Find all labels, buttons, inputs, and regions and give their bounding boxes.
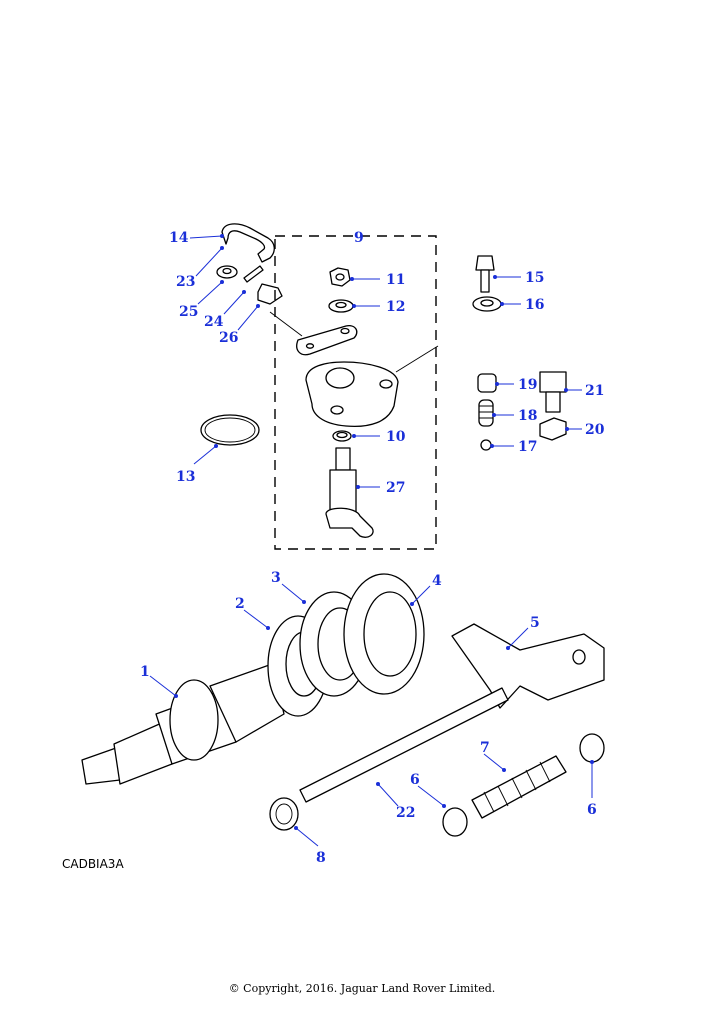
callout-2[interactable]: 2 — [235, 596, 245, 612]
callout-20[interactable]: 20 — [585, 422, 605, 438]
part-19-plug — [477, 373, 497, 393]
part-22-selector-rod — [299, 687, 509, 803]
callout-15[interactable]: 15 — [525, 270, 544, 286]
housing-cover — [305, 361, 399, 428]
part-24-clip — [257, 283, 283, 305]
part-11-nut — [329, 267, 351, 287]
callout-21[interactable]: 21 — [585, 383, 604, 399]
callout-13[interactable]: 13 — [176, 469, 195, 485]
part-25-washer — [216, 265, 238, 279]
part-14-bracket — [221, 223, 275, 263]
part-27-shaft-lever — [325, 447, 374, 538]
callout-11[interactable]: 11 — [386, 272, 405, 288]
callout-27[interactable]: 27 — [386, 480, 405, 496]
part-10-circlip — [332, 430, 352, 442]
copyright-notice: © Copyright, 2016. Jaguar Land Rover Lim… — [228, 982, 496, 995]
callout-24[interactable]: 24 — [204, 314, 224, 330]
callout-7[interactable]: 7 — [480, 740, 490, 756]
callout-8[interactable]: 8 — [316, 850, 326, 866]
callout-4[interactable]: 4 — [432, 573, 442, 589]
part-9-assembly-box — [274, 235, 437, 550]
part-13-snap-ring — [200, 414, 260, 446]
part-21-switch — [539, 371, 567, 413]
part-15-bolt — [475, 255, 495, 293]
part-4-bearing — [343, 573, 425, 695]
callout-6a[interactable]: 6 — [410, 772, 420, 788]
callout-3[interactable]: 3 — [271, 570, 281, 586]
callout-1[interactable]: 1 — [140, 664, 150, 680]
callout-25[interactable]: 25 — [179, 304, 198, 320]
callout-5[interactable]: 5 — [530, 615, 540, 631]
part-17-ball — [480, 439, 492, 451]
callout-leaders — [149, 234, 594, 847]
callout-18[interactable]: 18 — [518, 408, 537, 424]
part-5-selector-fork — [451, 623, 605, 709]
connector-line-housing — [395, 345, 439, 373]
callout-10[interactable]: 10 — [386, 429, 406, 445]
callout-17[interactable]: 17 — [518, 439, 537, 455]
part-6-retainer-b — [579, 733, 605, 763]
part-26-lever-plate — [296, 325, 358, 356]
part-7-spring — [471, 755, 567, 819]
callout-23[interactable]: 23 — [176, 274, 195, 290]
connector-line-26 — [269, 311, 303, 337]
part-20-nut — [539, 417, 567, 441]
callout-19[interactable]: 19 — [518, 377, 537, 393]
callout-6b[interactable]: 6 — [587, 802, 597, 818]
part-12-washer — [328, 299, 354, 313]
callout-22[interactable]: 22 — [396, 805, 415, 821]
part-18-spring — [478, 399, 494, 427]
callout-12[interactable]: 12 — [386, 299, 405, 315]
callout-14[interactable]: 14 — [169, 230, 189, 246]
part-16-washer — [472, 296, 502, 312]
part-23-pin — [243, 265, 264, 283]
callout-9[interactable]: 9 — [354, 230, 364, 246]
callout-26[interactable]: 26 — [219, 330, 238, 346]
part-6-retainer-a — [442, 807, 468, 837]
reference-code: CADBIA3A — [62, 857, 124, 871]
callout-16[interactable]: 16 — [525, 297, 544, 313]
part-1-mainshaft — [81, 663, 285, 785]
part-8-oil-seal — [269, 797, 299, 831]
